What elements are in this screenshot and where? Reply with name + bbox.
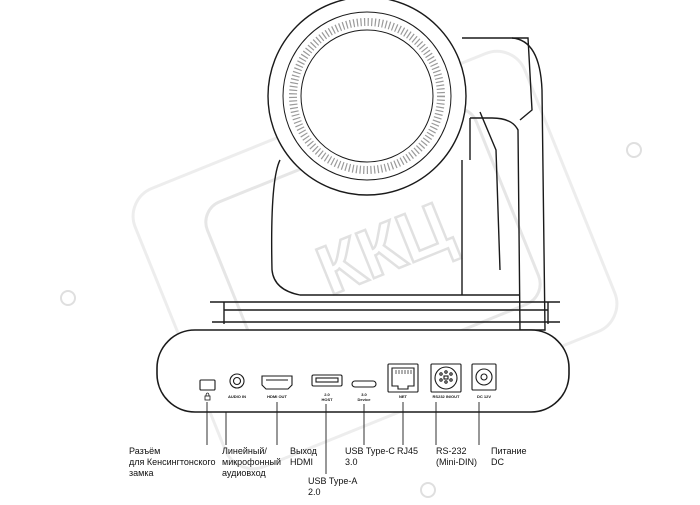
label-rs232: RS-232 (Mini-DIN) bbox=[436, 446, 477, 468]
label-usb-a-line1: USB Type-A bbox=[308, 476, 358, 486]
label-rj45-line1: RJ45 bbox=[397, 446, 419, 456]
leader-lines bbox=[206, 402, 480, 474]
label-power-line1: Питание bbox=[491, 446, 527, 456]
label-audio: Линейный/ микрофонный аудиовход bbox=[222, 446, 281, 479]
tag-dc: DC 12V bbox=[477, 394, 491, 399]
label-rj45: RJ45 bbox=[397, 446, 418, 457]
hdmi-port bbox=[261, 375, 293, 390]
kensington-slot bbox=[199, 379, 216, 391]
tag-usb-a-line1: 2.0 bbox=[324, 392, 330, 397]
label-power-line2: DC bbox=[491, 457, 504, 467]
usb-c-port bbox=[351, 380, 377, 388]
label-hdmi-line1: Выход bbox=[290, 446, 317, 456]
tag-hdmi-out: HDMI OUT bbox=[267, 394, 287, 399]
tag-usb-c-line1: 3.0 bbox=[361, 392, 367, 397]
ports bbox=[199, 363, 497, 401]
label-audio-line3: аудиовход bbox=[222, 468, 266, 478]
label-usb-c: USB Type-C 3.0 bbox=[345, 446, 395, 468]
camera-arm bbox=[462, 37, 546, 331]
tag-rs232: RS232 IN/OUT bbox=[433, 394, 460, 399]
camera-base-plate bbox=[210, 301, 560, 324]
camera-body-upper bbox=[270, 159, 520, 296]
port-tags: AUDIO IN HDMI OUT 2.0 HOST 3.0 Device NE… bbox=[228, 392, 491, 402]
label-hdmi: Выход HDMI bbox=[290, 446, 317, 468]
label-usb-c-line1: USB Type-C bbox=[345, 446, 395, 456]
watermark-text: ККЦ bbox=[306, 186, 462, 309]
label-usb-a: USB Type-A 2.0 bbox=[308, 476, 357, 498]
label-hdmi-line2: HDMI bbox=[290, 457, 313, 467]
tag-net: NET bbox=[399, 394, 408, 399]
audio-in-jack bbox=[229, 373, 245, 389]
label-kensington-line2: для Кенсингтонского bbox=[129, 457, 216, 467]
label-kensington-line1: Разъём bbox=[129, 446, 161, 456]
rear-panel bbox=[156, 329, 570, 413]
label-rs232-line2: (Mini-DIN) bbox=[436, 457, 477, 467]
label-rs232-line1: RS-232 bbox=[436, 446, 467, 456]
rj45-port bbox=[387, 363, 419, 393]
label-audio-line1: Линейный/ bbox=[222, 446, 267, 456]
label-audio-line2: микрофонный bbox=[222, 457, 282, 467]
label-kensington: Разъём для Кенсингтонского замка bbox=[129, 446, 216, 479]
lock-icon bbox=[204, 395, 211, 401]
label-kensington-line3: замка bbox=[129, 468, 154, 478]
usb-a-port bbox=[311, 374, 343, 387]
rs232-port bbox=[430, 363, 462, 393]
tag-usb-c-line2: Device bbox=[358, 397, 372, 402]
label-usb-c-line2: 3.0 bbox=[345, 457, 358, 467]
dc-port bbox=[471, 363, 497, 391]
camera-lens bbox=[267, 0, 467, 196]
tag-audio-in: AUDIO IN bbox=[228, 394, 246, 399]
label-power: Питание DC bbox=[491, 446, 527, 468]
tag-usb-a-line2: HOST bbox=[321, 397, 333, 402]
label-usb-a-line2: 2.0 bbox=[308, 487, 321, 497]
